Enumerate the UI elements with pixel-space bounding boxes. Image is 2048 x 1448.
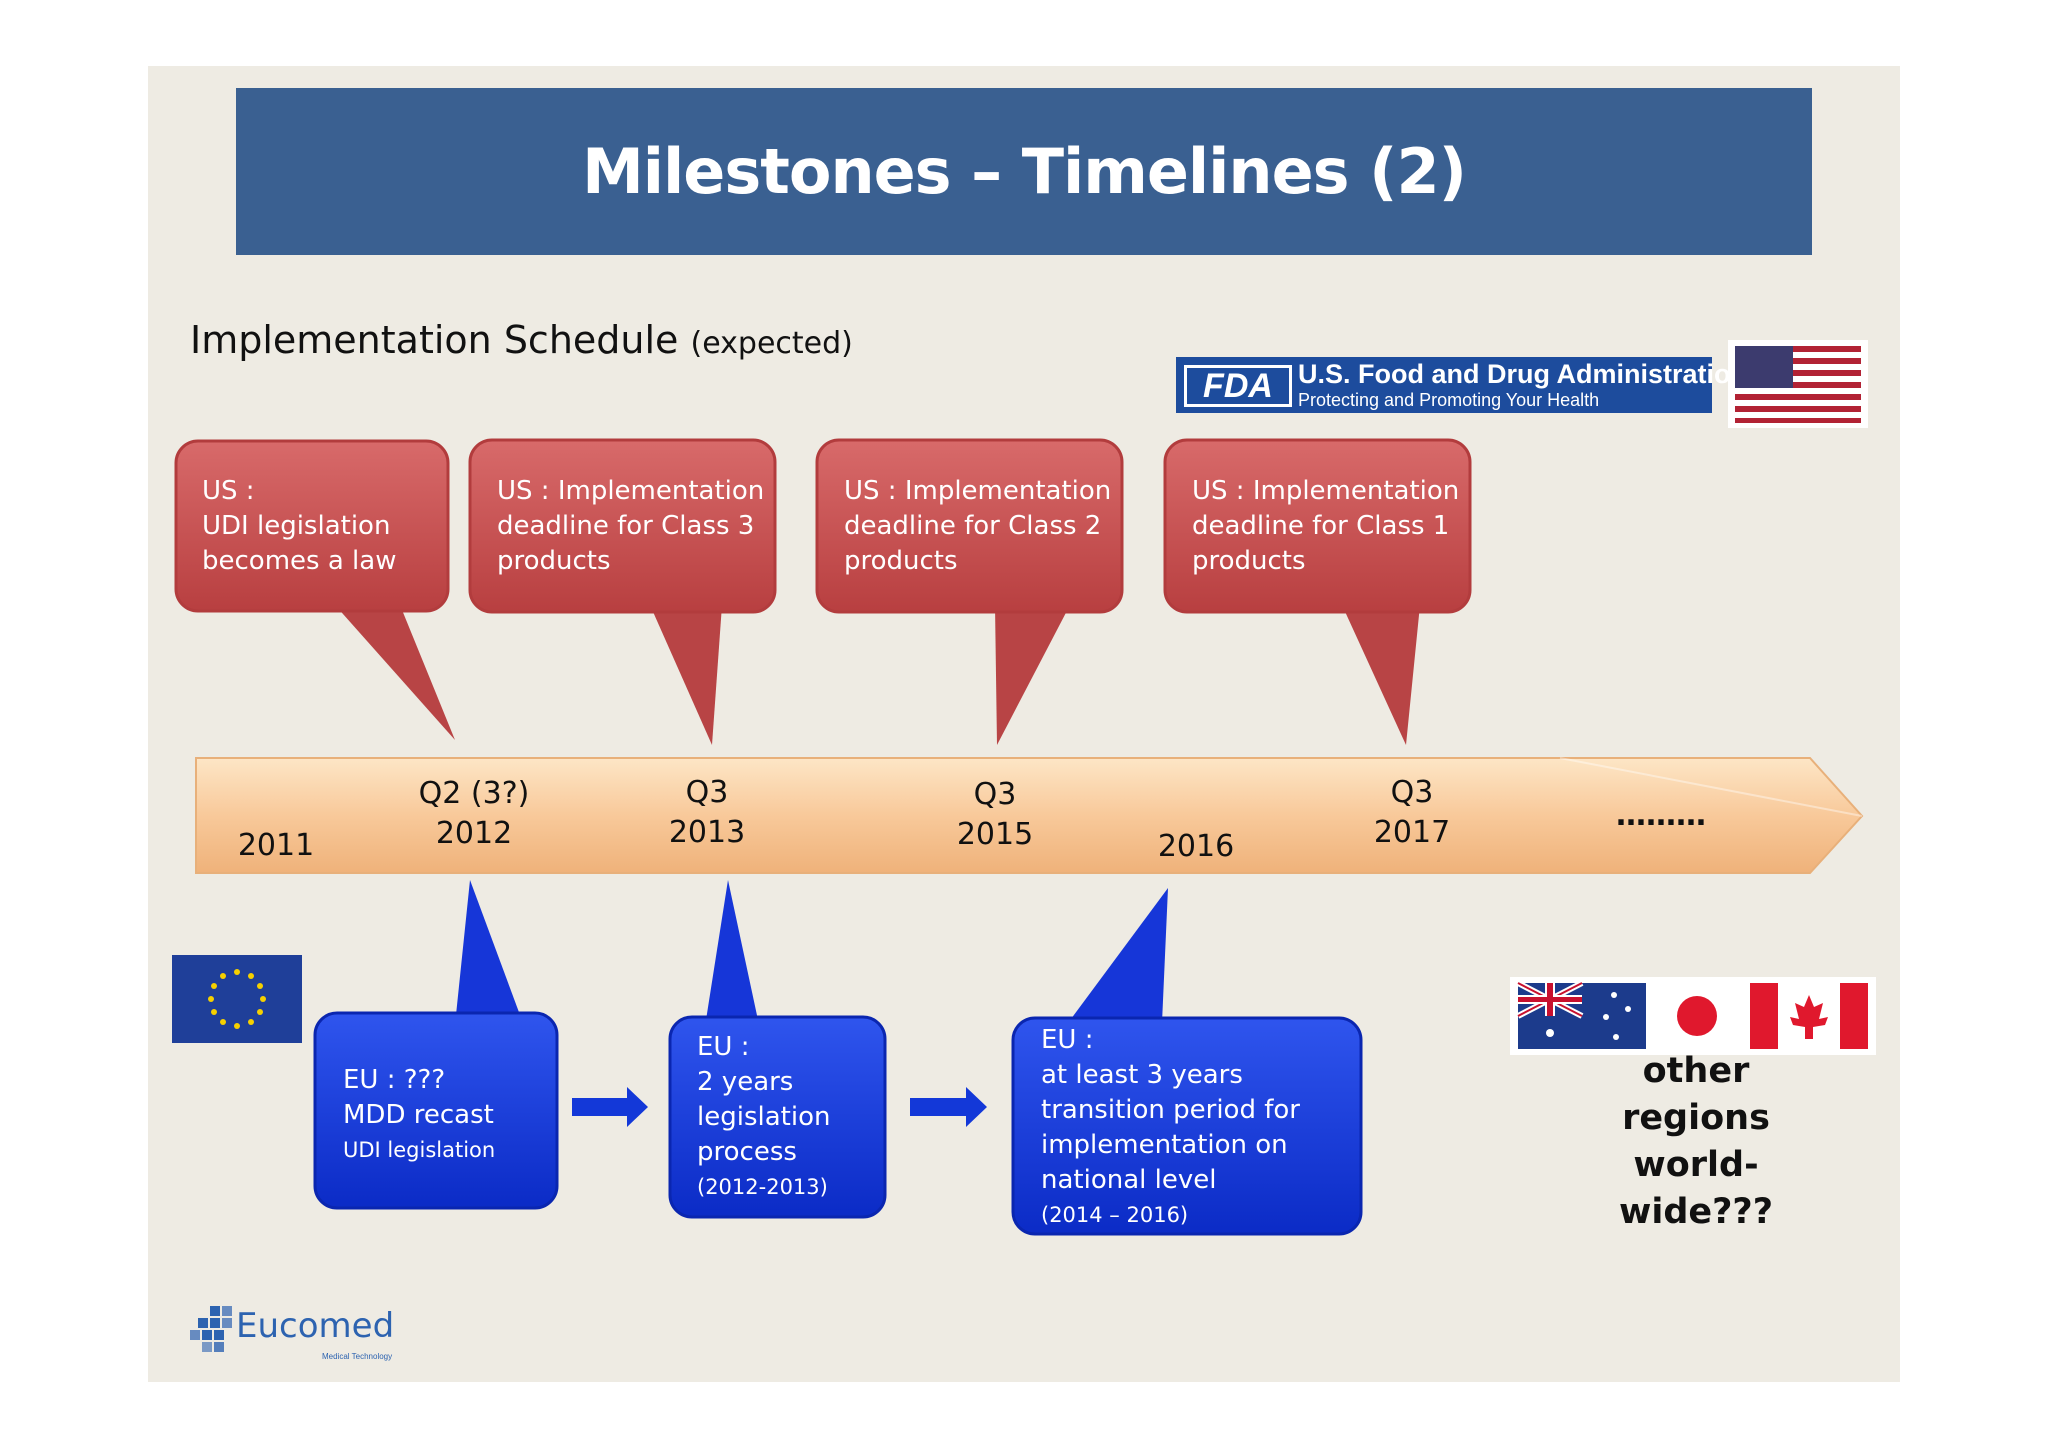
eu-callout-2 — [668, 880, 887, 1219]
timeline-label-2015: Q3 2015 — [956, 777, 1034, 852]
subtitle-main: Implementation Schedule — [190, 318, 679, 362]
arrow-right-icon — [910, 1087, 987, 1127]
japan-flag-icon — [1652, 983, 1742, 1049]
eu-callout-1-text: EU : ??? MDD recast UDI legislation — [343, 1065, 496, 1162]
timeline-label-2013: Q3 2013 — [668, 775, 746, 850]
timeline-label-2016: 2016 — [1157, 829, 1235, 864]
other-country-flags — [1510, 977, 1876, 1055]
subtitle-note: (expected) — [690, 326, 853, 361]
timeline-label-2012: Q2 (3?) 2012 — [418, 776, 530, 851]
subtitle: Implementation Schedule (expected) — [190, 318, 853, 362]
eucomed-tagline: Medical Technology — [322, 1352, 393, 1361]
australia-flag-icon — [1516, 980, 1646, 1049]
fda-name: U.S. Food and Drug Administration — [1298, 359, 1747, 389]
slide-title: Milestones – Timelines (2) — [582, 135, 1467, 208]
timeline-arrow — [195, 757, 1864, 874]
fda-mark: FDA — [1184, 365, 1292, 407]
us-callout-1-text: US : UDI legislation becomes a law — [202, 476, 397, 576]
us-callout-2 — [468, 438, 777, 745]
eu-callout-2-text: EU : 2 years legislation process (2012-2… — [697, 1032, 831, 1199]
eucomed-name: Eucomed — [236, 1306, 395, 1346]
us-callout-1 — [174, 439, 455, 740]
fda-tagline: Protecting and Promoting Your Health — [1298, 390, 1600, 410]
eu-callout-1 — [313, 880, 559, 1210]
canada-flag-icon — [1750, 983, 1868, 1049]
us-flag-icon — [1728, 340, 1868, 428]
us-callout-3-text: US : Implementation deadline for Class 2… — [844, 476, 1112, 576]
title-banner: Milestones – Timelines (2) — [236, 88, 1812, 255]
eu-flag-icon — [172, 955, 302, 1043]
eucomed-cube-icon — [190, 1306, 232, 1352]
eu-callout-3-text: EU : at least 3 years transition period … — [1041, 1025, 1300, 1227]
timeline-label-2017: Q3 2017 — [1373, 775, 1451, 850]
us-callout-2-text: US : Implementation deadline for Class 3… — [497, 476, 765, 576]
timeline-ellipsis: ……… — [1616, 798, 1706, 833]
us-callout-4-text: US : Implementation deadline for Class 1… — [1192, 476, 1460, 576]
arrow-right-icon — [572, 1087, 648, 1127]
eu-callout-3 — [1011, 888, 1363, 1236]
us-callout-4 — [1163, 438, 1472, 745]
timeline-label-2011: 2011 — [237, 828, 315, 863]
us-callout-3 — [815, 438, 1124, 745]
fda-logo: FDA U.S. Food and Drug Administration Pr… — [1176, 357, 1747, 413]
other-regions-text: other regions world-wide??? — [1618, 1051, 1774, 1232]
